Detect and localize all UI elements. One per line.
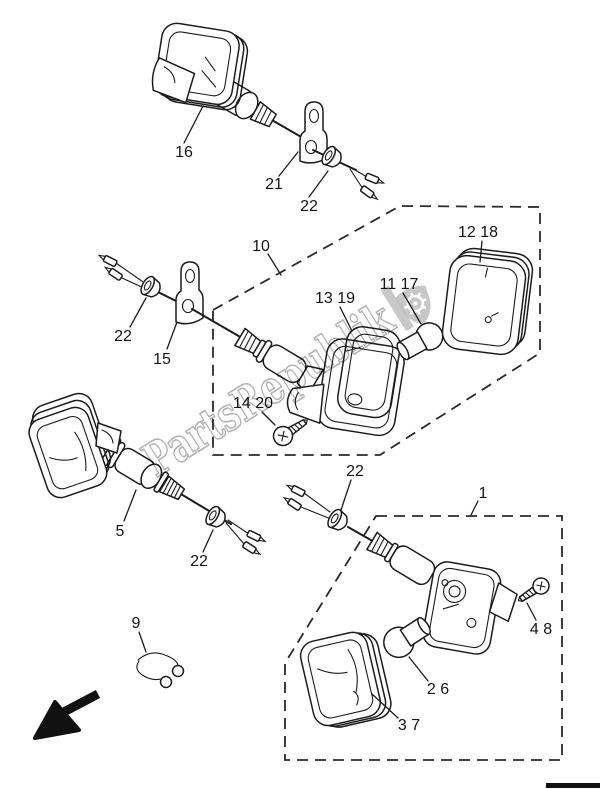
callout-22-bottom: 22 [346,463,364,480]
lamp-assembly-left [28,392,267,556]
callout-13-19: 13 19 [315,290,355,307]
wire-connector-icon [97,254,118,268]
lens-3-7 [299,631,392,728]
page-border-fragment [546,783,600,788]
wire-connector-icon [242,541,262,556]
wires-top [349,166,368,190]
lamp-assembly-bottom-right [282,484,550,728]
callout-22-left: 22 [190,553,208,570]
grommet-22-bottom [327,508,348,531]
wire-connector-icon [359,185,379,201]
bulb-11-17 [396,322,444,361]
bracket-15 [175,261,204,325]
callout-9: 9 [132,615,141,632]
wire-connector-icon [103,266,123,281]
callout-leaders [123,105,537,719]
lamp-assembly-top [151,22,386,201]
lamp-middle-stem [234,327,324,396]
callout-labels: 16 21 22 10 12 18 11 17 13 19 14 20 22 1… [114,144,552,734]
lens-12-18 [441,247,534,356]
lamp-middle-housing [286,338,405,437]
callout-5: 5 [116,523,125,540]
callout-22-top: 22 [300,198,318,215]
lamp-assembly-middle [97,247,534,447]
bulb-2-6 [383,616,431,659]
callout-16: 16 [175,144,193,161]
grommet-22-middle [140,275,161,298]
wire-clip-9 [136,652,185,689]
wire-connector-icon [282,496,302,511]
callout-3-7: 3 7 [398,717,420,734]
dashed-box-10 [212,205,541,456]
grommet-22-left [205,505,226,528]
lamp-bottom-housing [422,561,518,655]
screw-14-20 [272,418,309,447]
wire-connector-icon [364,172,386,185]
callout-22-middle: 22 [114,328,132,345]
callout-2-6: 2 6 [427,681,449,698]
callout-15: 15 [153,351,171,368]
callout-14-20: 14 20 [233,395,273,412]
callout-4-8: 4 8 [530,621,552,638]
callout-1: 1 [479,485,488,502]
callout-11-17: 11 17 [380,276,419,293]
callout-12-18: 12 18 [458,224,498,241]
callout-10: 10 [252,238,270,255]
lamp-top-body [151,22,249,111]
wire-connector-icon [246,529,267,543]
wire-connector-icon [285,484,306,498]
lamp-bottom-stem [366,531,436,586]
dashed-box-1 [284,515,563,761]
callout-21: 21 [265,176,283,193]
grommet-22-top [321,145,342,168]
wires-bottom [300,492,332,520]
wires-left [225,519,250,546]
screw-4-8 [517,577,550,602]
gasket-13-19 [336,326,401,419]
lamp-left-body [28,392,112,499]
direction-arrow-icon [33,690,101,740]
